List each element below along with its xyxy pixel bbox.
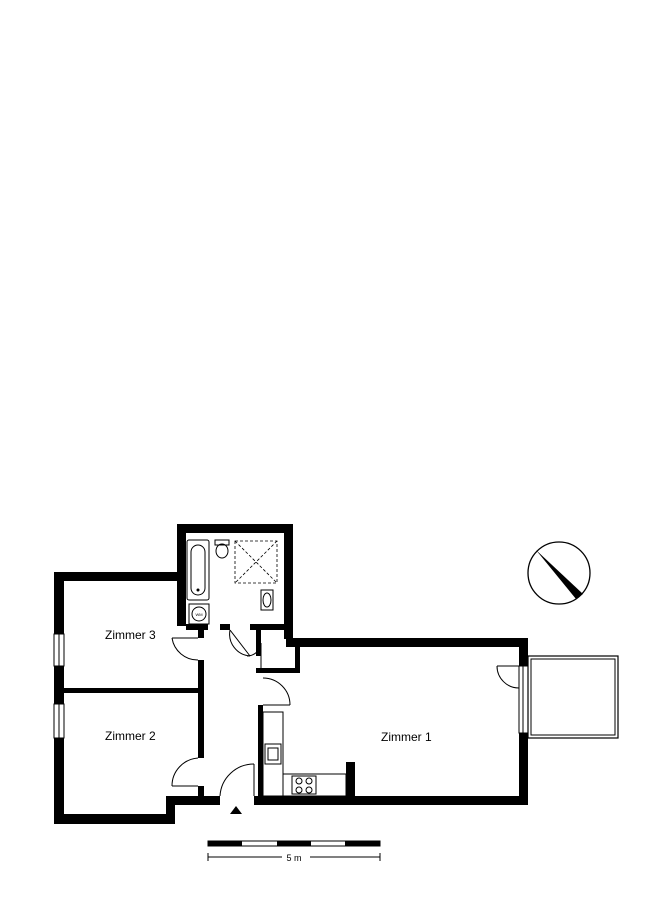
shower-icon [234, 540, 278, 584]
north-arrow-icon [527, 541, 591, 605]
door-entrance [219, 763, 255, 797]
washbasin-icon [260, 589, 274, 611]
kitchen-fixtures [262, 711, 347, 797]
balcony [527, 655, 619, 739]
scale-label: 5 m [286, 853, 301, 863]
sink-icon [264, 743, 282, 765]
entrance-triangle-icon [230, 806, 242, 814]
door-balcony [496, 665, 520, 689]
stove-icon [291, 775, 317, 795]
door-zimmer-2 [171, 757, 199, 787]
door-zimmer-3 [171, 637, 199, 661]
bathroom-fixtures: WM [186, 539, 278, 625]
door-closet [246, 642, 262, 668]
bathtub-icon [186, 539, 210, 601]
toilet-icon [214, 539, 230, 559]
washing-machine-label: WM [195, 612, 202, 617]
room-label-zimmer-2: Zimmer 2 [105, 729, 156, 743]
washing-machine-icon: WM [188, 603, 210, 625]
doors [171, 629, 520, 797]
windows [53, 633, 529, 739]
scale-bar: 5 m [207, 840, 381, 863]
room-label-zimmer-1: Zimmer 1 [381, 730, 432, 744]
walls [54, 524, 528, 824]
room-label-zimmer-3: Zimmer 3 [105, 628, 156, 642]
door-bathroom [229, 629, 251, 657]
door-zimmer-1 [262, 677, 291, 706]
